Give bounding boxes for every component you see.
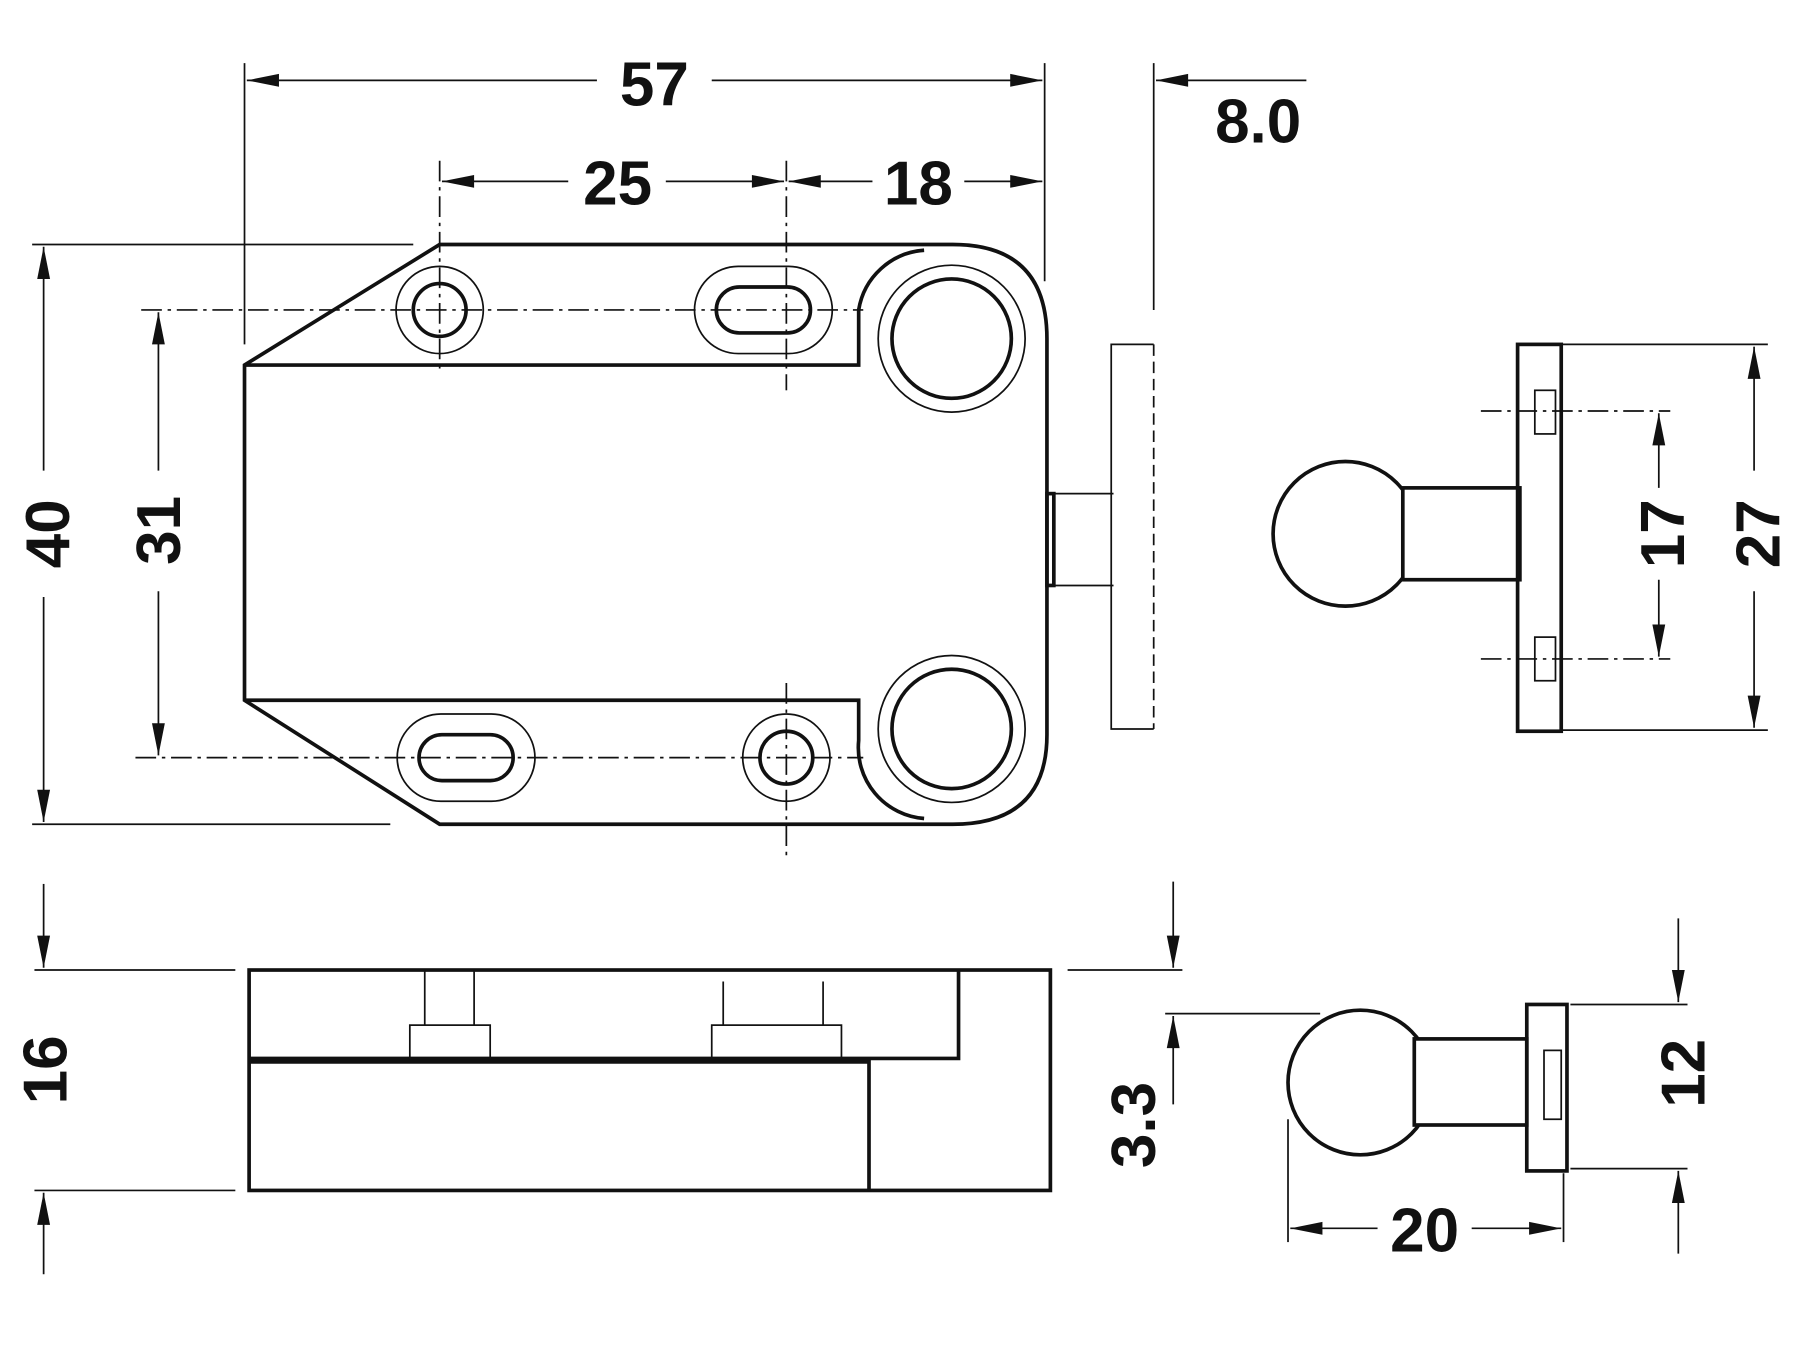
dim-18: 18	[884, 149, 953, 218]
striker-front-view: 17 27	[1271, 342, 1793, 734]
dim-25: 25	[583, 149, 652, 218]
dimensions-front: 57 8.0 25 18 40 31	[14, 51, 1307, 826]
striker-ball-side	[1286, 1008, 1435, 1157]
dim-3-3: 3.3	[1100, 1082, 1169, 1168]
side-body	[247, 968, 1053, 1193]
striker-plate	[1515, 342, 1564, 734]
dim-16: 16	[12, 1035, 81, 1104]
body-outline	[242, 242, 1049, 827]
plate-hole	[1533, 389, 1557, 435]
front-view	[135, 160, 1155, 856]
door-outline	[1110, 343, 1154, 730]
dim-17: 17	[1629, 499, 1698, 568]
top-flange-line	[244, 248, 925, 367]
striker-neck-side	[1412, 1037, 1529, 1127]
dim-8: 8.0	[1215, 87, 1301, 156]
dim-40: 40	[14, 499, 83, 568]
buffer-bottom-outer	[877, 654, 1026, 804]
pin-shaft	[1053, 492, 1114, 587]
slot-hole	[417, 732, 515, 783]
buffer-bottom	[890, 667, 1014, 791]
striker-side-view: 3.3 12 20	[1100, 918, 1719, 1265]
dim-31: 31	[125, 496, 194, 565]
dim-57: 57	[620, 51, 689, 120]
dim-12: 12	[1650, 1039, 1719, 1108]
side-view: 16	[12, 881, 1183, 1275]
striker-plate-side	[1524, 1002, 1569, 1173]
dim-20: 20	[1390, 1196, 1459, 1265]
striker-neck	[1400, 486, 1522, 582]
push-pin	[1045, 491, 1056, 588]
buffer-top	[890, 277, 1014, 401]
striker-ball	[1271, 459, 1420, 608]
buffer-top-outer	[877, 264, 1026, 413]
dim-27: 27	[1724, 499, 1793, 568]
bottom-flange-line	[244, 698, 925, 821]
